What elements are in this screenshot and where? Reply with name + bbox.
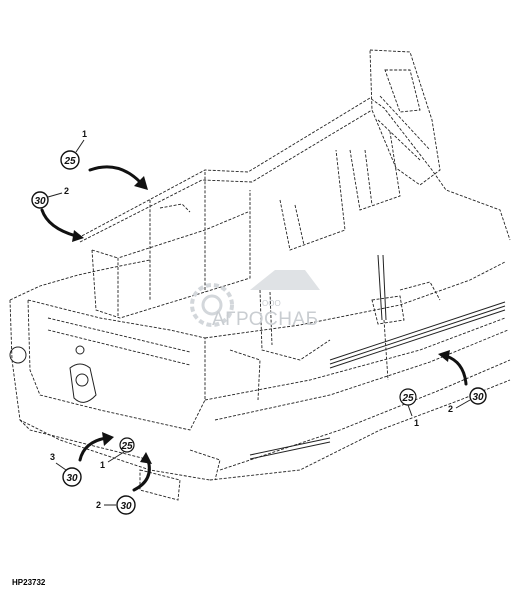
callout-3: 25 1 [399,388,419,428]
callout-circle-label: 30 [472,392,484,403]
callout-circle-label: 25 [120,441,133,452]
callout-number: 1 [100,460,105,470]
callout-2: 2 30 [31,186,69,209]
callout-circle-label: 25 [401,393,414,404]
callout-circle-label: 30 [34,196,46,207]
callout-arrows [40,165,468,492]
watermark-prefix: ООО [262,299,281,308]
callout-circle-label: 25 [63,156,76,167]
callout-circle-label: 30 [66,473,78,484]
callout-7: 2 30 [96,495,136,515]
callout-circle-label: 30 [120,501,132,512]
callout-number: 3 [50,452,55,462]
callout-4: 2 30 [448,387,487,414]
callout-number: 1 [82,129,87,139]
callout-number: 1 [414,418,419,428]
callout-number: 2 [96,500,101,510]
cab-outline [9,49,511,501]
callout-6: 25 1 [100,437,135,470]
watermark-logo: ООО АГРОСНАБ [190,270,320,330]
watermark-name: АГРОСНАБ [212,309,319,330]
callout-number: 2 [448,404,453,414]
callout-5: 3 30 [50,452,82,487]
callout-1: 1 25 [60,129,87,170]
figure-reference: HP23732 [12,578,46,587]
callout-number: 2 [64,186,69,196]
